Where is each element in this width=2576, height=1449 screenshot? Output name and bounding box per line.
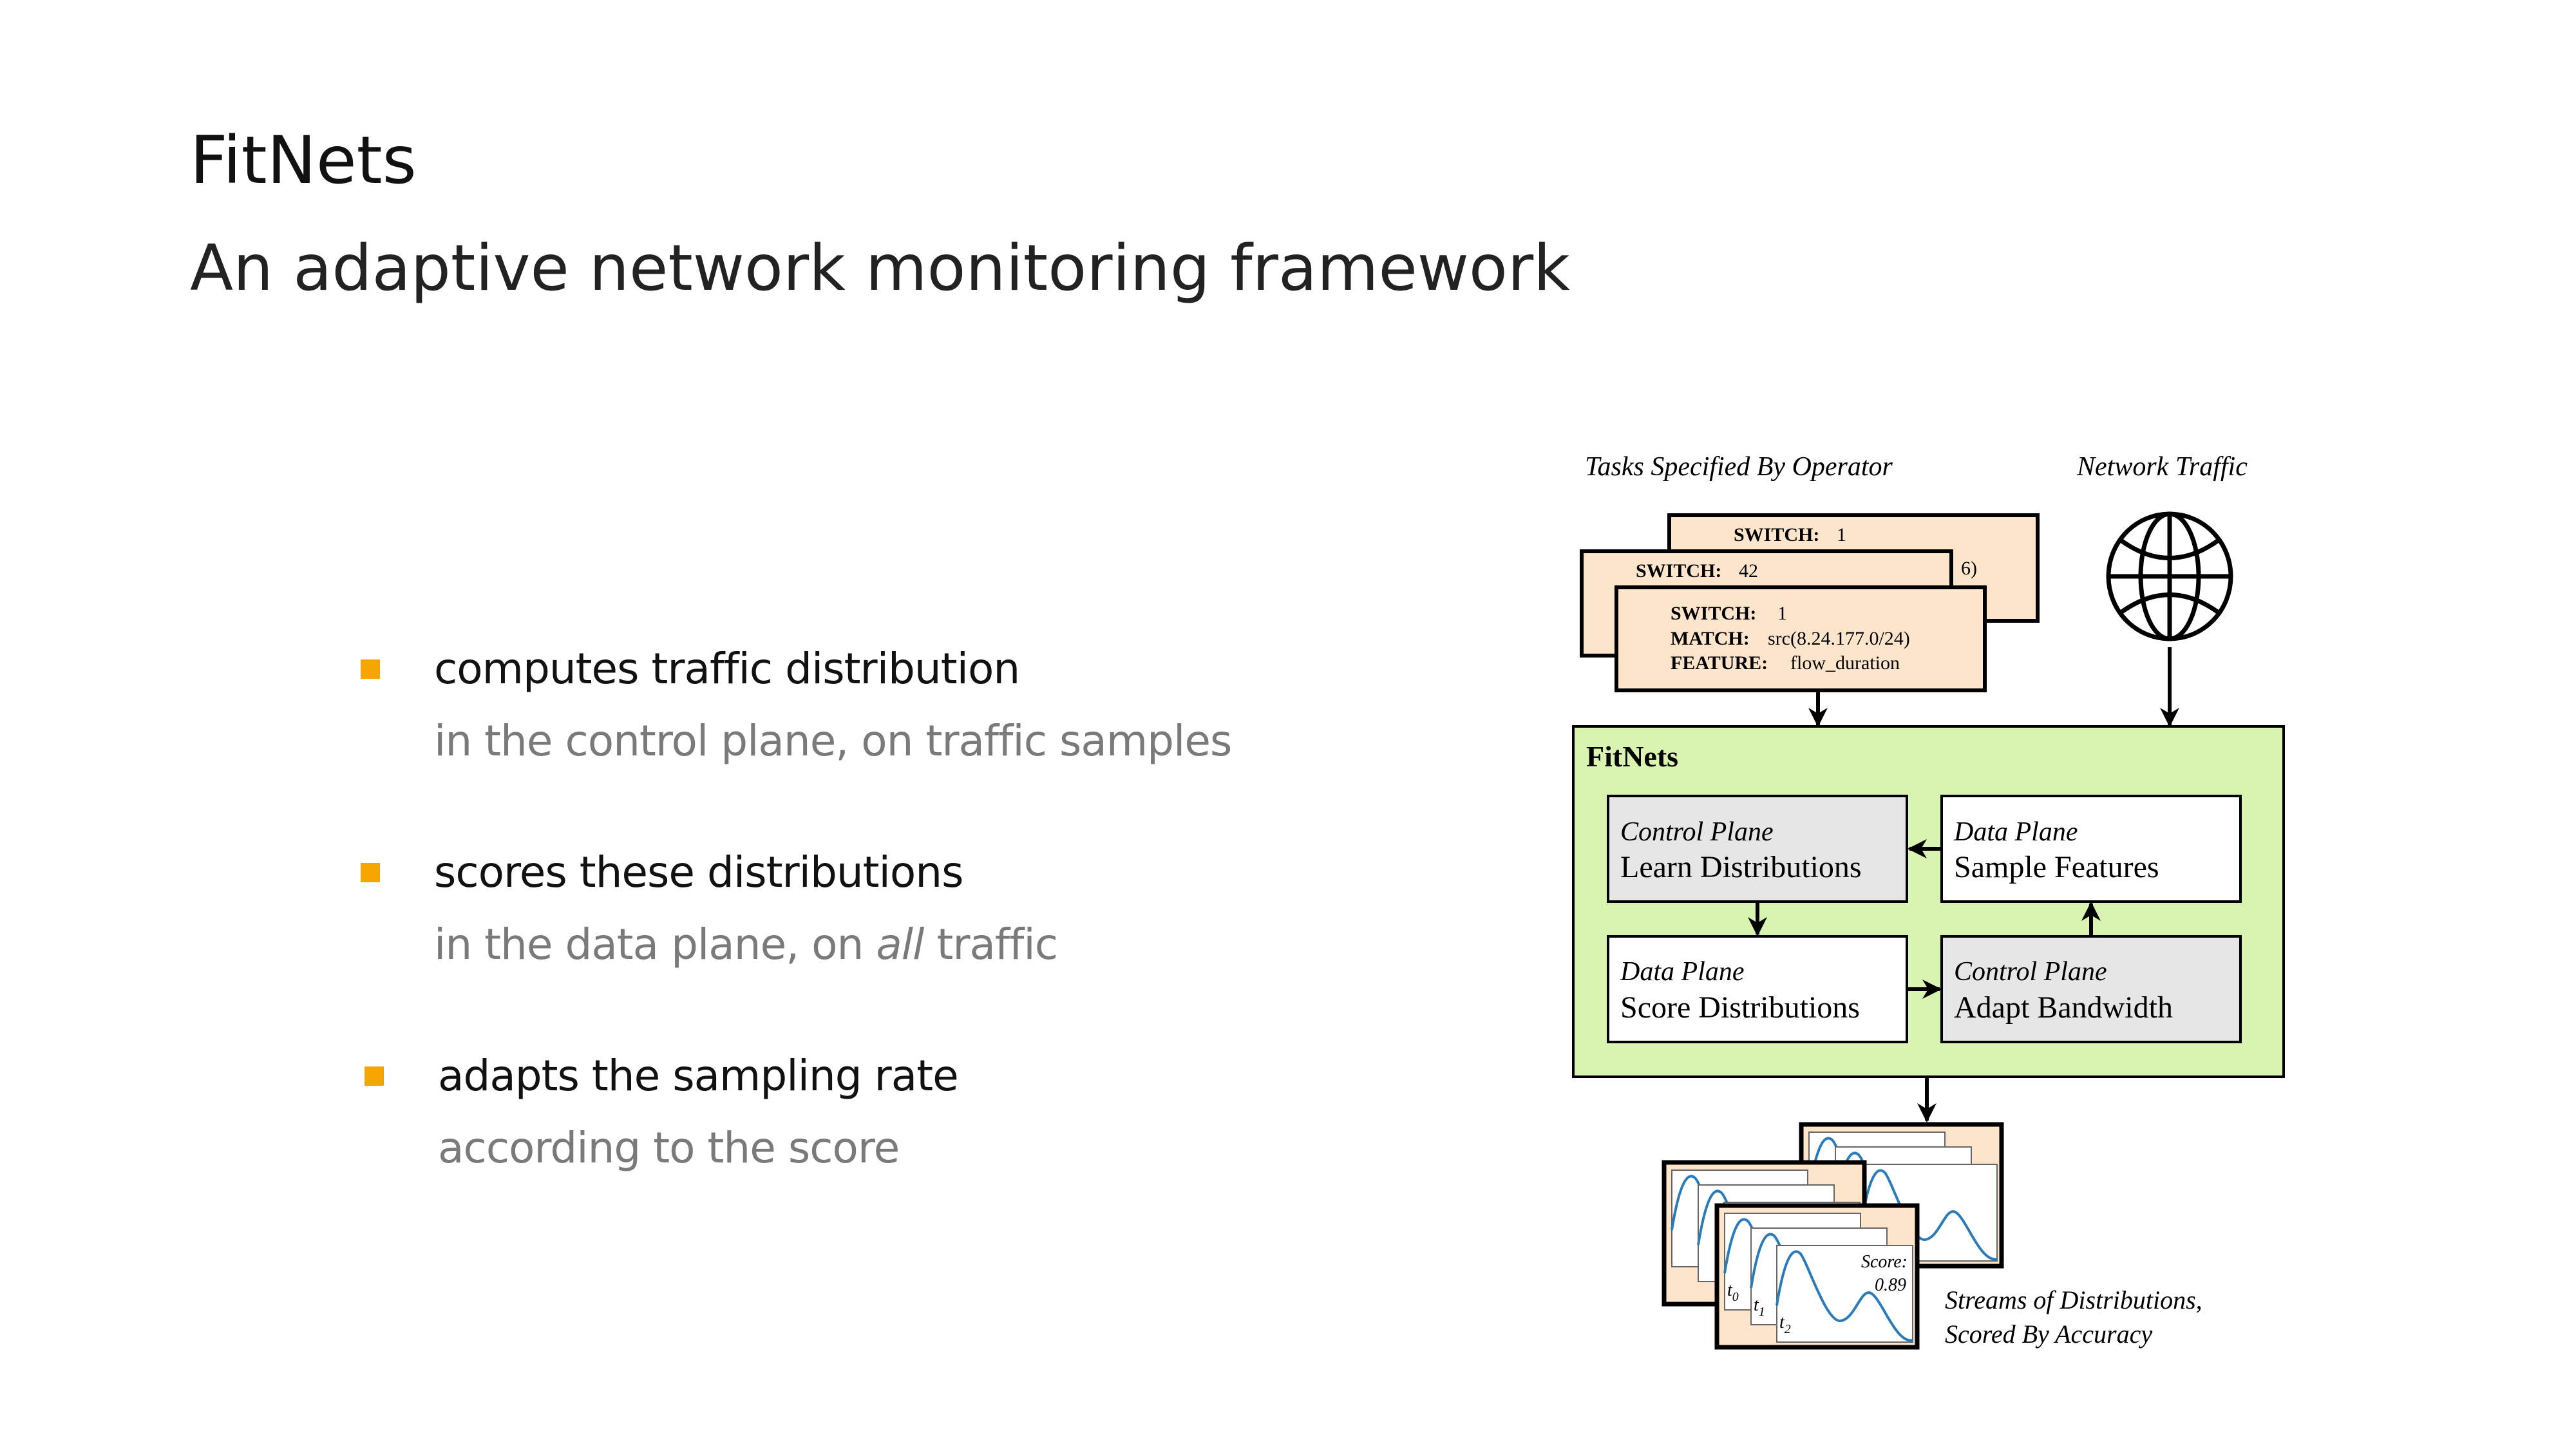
feature-value: flow_duration [1790,652,1900,674]
bullet-square-icon [361,863,380,882]
task-card-front: SWITCH: 1 MATCH: src(8.24.177.0/24) FEAT… [1615,585,1987,692]
box-adapt-bandwidth: Control Plane Adapt Bandwidth [1940,935,2242,1043]
switch-key: SWITCH: [1734,524,1819,545]
switch-value: 1 [1837,524,1846,545]
match-value: src(8.24.177.0/24) [1768,628,1910,649]
tasks-label: Tasks Specified By Operator [1585,452,1893,482]
bullet-main-text: scores these distributions [434,848,963,897]
bullet-sub-text: in the data plane, on all traffic [434,920,1058,969]
time-label: t2 [1779,1312,1791,1336]
action-label: Sample Features [1954,850,2159,884]
time-label: t0 [1727,1280,1739,1304]
distribution-curve [1860,1169,1998,1261]
action-label: Score Distributions [1620,990,1860,1025]
slide-title: FitNets [190,122,417,199]
streams-caption-line2: Scored By Accuracy [1945,1320,2152,1349]
score-value: 0.89 [1875,1275,1906,1295]
sub-text: traffic [923,920,1058,969]
fitnets-system-box: FitNets Control Plane Learn Distribution… [1572,725,2285,1078]
bullet-sub-text: according to the score [438,1123,900,1173]
switch-key: SWITCH: [1671,603,1756,624]
time-letter: t [1754,1295,1759,1315]
bullet-sub-text: in the control plane, on traffic samples [434,716,1232,766]
switch-value: 1 [1777,603,1787,624]
plane-label: Data Plane [1953,817,2078,847]
plane-label: Control Plane [1954,957,2107,987]
sub-text: in the data plane, on [434,920,876,969]
switch-value: 42 [1739,560,1758,582]
action-label: Adapt Bandwidth [1954,990,2173,1025]
plane-label: Control Plane [1620,817,1774,847]
box-learn-distributions: Control Plane Learn Distributions [1607,795,1908,903]
time-label: t1 [1754,1295,1765,1319]
globe-icon [2106,511,2233,641]
plane-label: Data Plane [1620,957,1744,987]
distribution-card: Score: 0.89 t2 [1776,1245,1913,1343]
bullet-main-text: computes traffic distribution [434,644,1020,694]
slide-subtitle: An adaptive network monitoring framework [190,232,1570,305]
distribution-curve [1776,1250,1913,1342]
time-subscript: 0 [1732,1290,1739,1304]
time-letter: t [1779,1312,1785,1332]
box-sample-features: Data Plane Sample Features [1940,795,2242,903]
switch-key: SWITCH: [1636,560,1721,582]
time-subscript: 1 [1759,1305,1765,1319]
bullet-main-text: adapts the sampling rate [438,1051,959,1101]
sub-text: according to the score [438,1123,900,1173]
streams-caption-line1: Streams of Distributions, [1945,1285,2202,1314]
match-key: MATCH: [1671,628,1750,649]
sub-text: in the control plane, on traffic samples [434,716,1232,766]
score-label: Score: [1861,1252,1908,1272]
box-score-distributions: Data Plane Score Distributions [1607,935,1908,1043]
action-label: Learn Distributions [1620,850,1862,884]
feature-key: FEATURE: [1671,652,1768,674]
traffic-label: Network Traffic [2076,452,2248,482]
time-letter: t [1727,1280,1733,1300]
time-subscript: 2 [1785,1322,1791,1336]
match-fragment: 6) [1961,558,1977,579]
system-title: FitNets [1586,740,1678,773]
sub-emphasis: all [876,920,924,969]
bullet-square-icon [361,659,380,679]
bullet-square-icon [365,1066,384,1086]
